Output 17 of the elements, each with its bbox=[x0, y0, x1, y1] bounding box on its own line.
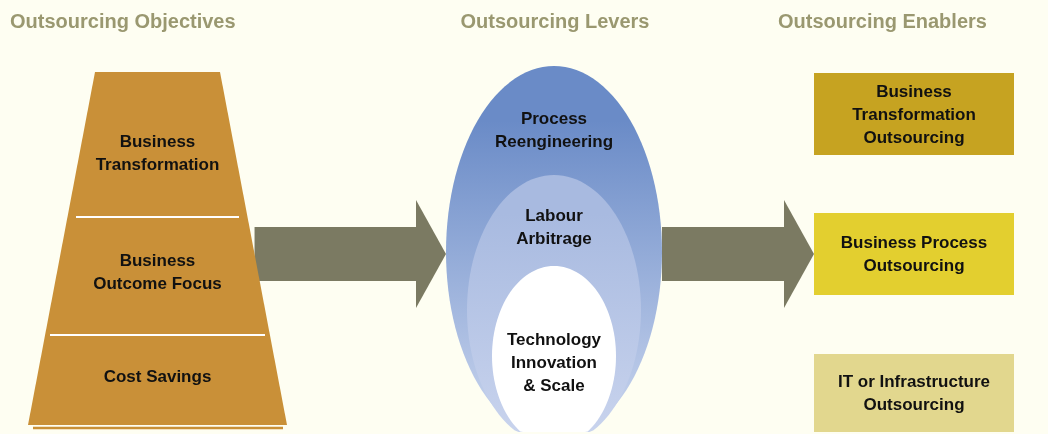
box-label: Business Transformation Outsourcing bbox=[851, 80, 977, 149]
objective-label: Business Transformation bbox=[94, 131, 221, 176]
column-heading: Outsourcing Objectives bbox=[10, 10, 236, 33]
lever-label: Technology Innovation & Scale bbox=[506, 328, 602, 397]
objective-label: Business Outcome Focus bbox=[92, 250, 223, 295]
enabler-box bbox=[814, 213, 1014, 295]
enabler-box bbox=[814, 354, 1014, 432]
block-arrow bbox=[254, 200, 446, 308]
lever-label: Labour Arbitrage bbox=[515, 205, 593, 250]
lever-label: Process Reengineering bbox=[493, 108, 615, 153]
box-label: Business Process Outsourcing bbox=[839, 232, 989, 277]
enabler-box bbox=[814, 73, 1014, 155]
block-arrow bbox=[662, 200, 814, 308]
objective-label: Cost Savings bbox=[102, 365, 213, 388]
column-heading: Outsourcing Enablers bbox=[778, 10, 987, 33]
box-label: IT or Infrastructure Outsourcing bbox=[836, 371, 992, 416]
column-heading: Outsourcing Levers bbox=[460, 10, 650, 33]
